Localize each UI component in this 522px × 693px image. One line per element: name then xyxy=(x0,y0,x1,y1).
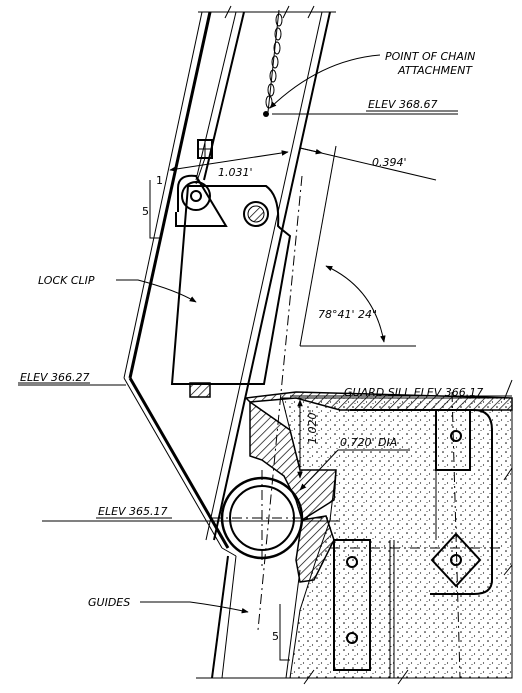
dim-gate-width: 1.031' xyxy=(169,150,289,179)
dim-offset: 0.394' xyxy=(299,145,437,347)
guard-sill-label: GUARD SILL ELEV 366.17 xyxy=(344,386,483,399)
gate-plate xyxy=(123,5,336,557)
elev-mid-label: ELEV 366.27 xyxy=(20,371,90,384)
elev-low-marker: ELEV 365.17 xyxy=(42,505,340,522)
slope-top-rise: 1 xyxy=(156,174,163,187)
elev-mid-marker: ELEV 366.27 xyxy=(18,371,126,386)
chain-point-line1: POINT OF CHAIN xyxy=(385,50,475,63)
lock-clip-label: LOCK CLIP xyxy=(38,274,95,287)
guides-callout: GUIDES xyxy=(88,596,249,614)
dim-gate-label: 1.031' xyxy=(218,166,253,179)
dim-offset-label: 0.394' xyxy=(372,156,407,169)
guides-label: GUIDES xyxy=(88,596,130,609)
slope-indicator-top: 1 5 xyxy=(142,174,163,239)
dim-vertical: 1.020' xyxy=(297,399,319,479)
chain xyxy=(263,9,283,117)
slope-bottom-run: 5 xyxy=(272,630,279,643)
chain-point-line2: ATTACHMENT xyxy=(397,64,473,77)
lock-clip-callout: LOCK CLIP xyxy=(38,274,197,303)
pipe-dia-callout: 0.720' DIA xyxy=(299,436,410,491)
chain-attachment-callout: POINT OF CHAIN ATTACHMENT xyxy=(269,50,475,109)
dim-vertical-label: 1.020' xyxy=(306,409,319,444)
elev-low-label: ELEV 365.17 xyxy=(98,505,168,518)
angle-label: 78°41' 24" xyxy=(318,308,377,321)
slope-indicator-bottom: 5 xyxy=(272,604,290,661)
lock-clip xyxy=(170,139,292,398)
pipe-dia-label: 0.720' DIA xyxy=(340,436,397,449)
guard-sill: GUARD SILL ELEV 366.17 xyxy=(244,386,513,679)
elev-top-label: ELEV 368.67 xyxy=(368,98,438,111)
pipe-section xyxy=(212,470,330,570)
guide-lines xyxy=(196,555,420,685)
angle-dimension: 78°41' 24" xyxy=(300,265,416,347)
chain-attachment-point xyxy=(263,111,269,117)
gate-centerline xyxy=(257,175,303,631)
elev-top-marker: ELEV 368.67 xyxy=(272,98,458,115)
slope-top-run: 5 xyxy=(142,205,149,218)
frame-plate xyxy=(330,379,513,679)
